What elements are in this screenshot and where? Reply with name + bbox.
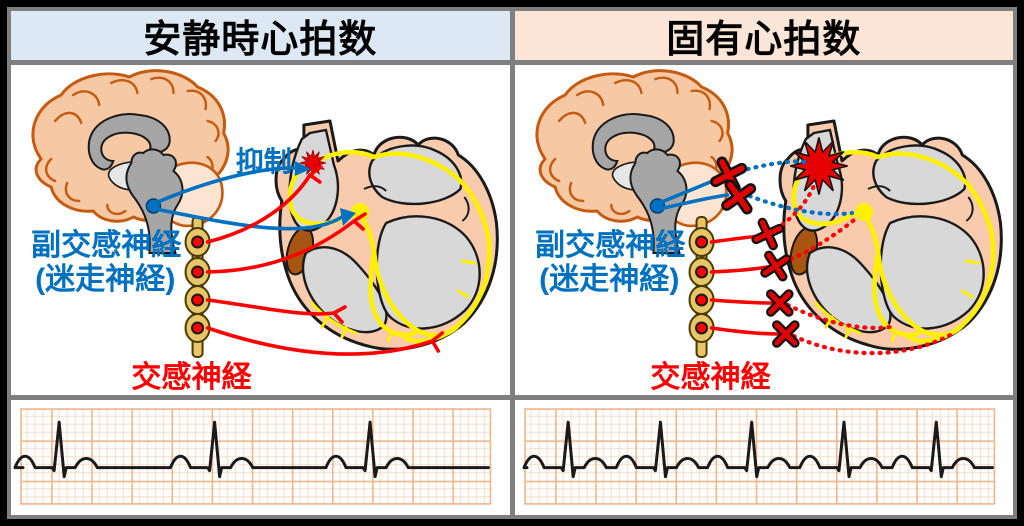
corpus-callosum <box>87 113 171 171</box>
corpus-callosum <box>591 113 675 171</box>
sympathetic-nerve-cut-dotted <box>781 214 860 265</box>
ecg-strip-right <box>514 400 1013 515</box>
ecg-grid-paper <box>523 408 995 505</box>
sympathetic-label: 交感神経 <box>650 360 771 394</box>
parasympathetic-label: 副交感神経 <box>535 228 686 262</box>
nerve-cut-x-icon <box>771 320 800 348</box>
sympathetic-nerve-line <box>205 298 347 324</box>
left-diagram-svg: 抑制 副交感神経 (迷走神経) 交感神経 <box>31 69 499 394</box>
vagus-nerve-cut-dotted <box>747 193 854 217</box>
sympathetic-chain <box>688 216 715 358</box>
ganglion-dot <box>191 293 205 307</box>
his-left-branch <box>368 248 417 338</box>
vagus-nerve-line <box>153 166 298 205</box>
vagus-arrowhead <box>339 208 357 226</box>
sympathetic-label: 交感神経 <box>131 360 252 394</box>
title-intrinsic-heart-rate-text: 固有心拍数 <box>666 19 862 60</box>
sympathetic-nerve-cut-dotted <box>791 332 952 356</box>
his-right-branch <box>861 210 965 338</box>
ganglion-dot <box>694 321 708 335</box>
sympathetic-nerve-line <box>205 212 367 274</box>
left-atrium <box>871 144 966 206</box>
left-ventricle <box>375 215 481 330</box>
valve-detail <box>867 185 974 222</box>
his-right-branch <box>357 210 461 338</box>
sympathetic-nerve-line <box>205 165 323 244</box>
ecg-right-svg <box>522 408 995 505</box>
nerve-cut-x-icon <box>765 289 794 317</box>
vagus-nerve-line <box>153 207 344 231</box>
sa-node-burst-icon <box>299 149 327 177</box>
ecg-grid-paper <box>20 408 492 505</box>
sympathetic-nerve-cut-dotted <box>785 302 892 330</box>
panel-right-diagram: 副交感神経 (迷走神経) 交感神経 <box>514 65 1013 395</box>
two-column-grid: 安静時心拍数 固有心拍数 <box>7 7 1017 519</box>
purkinje-twigs <box>310 259 476 343</box>
conduction-system <box>789 137 995 344</box>
ganglion-dot <box>694 293 708 307</box>
vagus-nerve-stub <box>657 193 729 211</box>
panel-left-diagram: 抑制 副交感神経 (迷走神経) 交感神経 <box>11 65 510 395</box>
vagus-label: (迷走神経) <box>35 262 175 296</box>
right-diagram-svg: 副交感神経 (迷走神経) 交感神経 <box>535 69 1003 394</box>
ganglion-dot <box>694 265 708 279</box>
ecg-strip-left <box>11 400 510 515</box>
nerve-cut-x-icon <box>750 217 784 251</box>
heart-illustration <box>778 119 1003 351</box>
sa-node-burst-icon <box>789 137 848 195</box>
ganglion-dot <box>694 235 708 249</box>
nerve-lines <box>153 161 445 356</box>
brain-illustration <box>535 69 733 254</box>
title-intrinsic-heart-rate: 固有心拍数 <box>514 11 1013 60</box>
sympathetic-nerve-stub <box>709 298 774 305</box>
nerve-lines <box>657 156 952 356</box>
purkinje-twigs <box>813 259 980 343</box>
sympathetic-nerve-line <box>205 326 445 356</box>
title-resting-heart-rate-text: 安静時心拍数 <box>143 19 378 60</box>
parasympathetic-label: 副交感神経 <box>31 228 182 262</box>
nerve-cut-x-icon <box>720 179 756 215</box>
vagus-arrowhead <box>294 161 311 176</box>
av-node <box>854 203 873 221</box>
valve-detail <box>363 185 470 222</box>
ecg-trace <box>522 420 994 479</box>
inhibition-label: 抑制 <box>236 146 292 177</box>
conduction-system <box>287 149 492 344</box>
ganglion-dot <box>191 235 205 249</box>
title-resting-heart-rate: 安静時心拍数 <box>11 11 510 60</box>
ganglion-dot <box>191 265 205 279</box>
nerve-cut-x-icon <box>759 250 791 282</box>
ecg-trace <box>13 420 490 479</box>
left-atrium <box>368 144 463 206</box>
vagus-label: (迷走神経) <box>539 262 679 296</box>
sympathetic-nerve-stub <box>709 326 780 336</box>
left-ventricle <box>879 215 985 330</box>
av-node <box>351 203 370 221</box>
brain-illustration <box>31 69 230 254</box>
his-left-branch <box>871 248 921 338</box>
ganglion-dot <box>191 321 205 335</box>
heart-illustration <box>274 119 499 351</box>
ecg-left-svg <box>13 408 492 505</box>
sympathetic-chain <box>184 216 211 358</box>
sympathetic-nerve-stub <box>709 265 770 274</box>
vagus-nerve-cut-dotted <box>737 159 808 174</box>
